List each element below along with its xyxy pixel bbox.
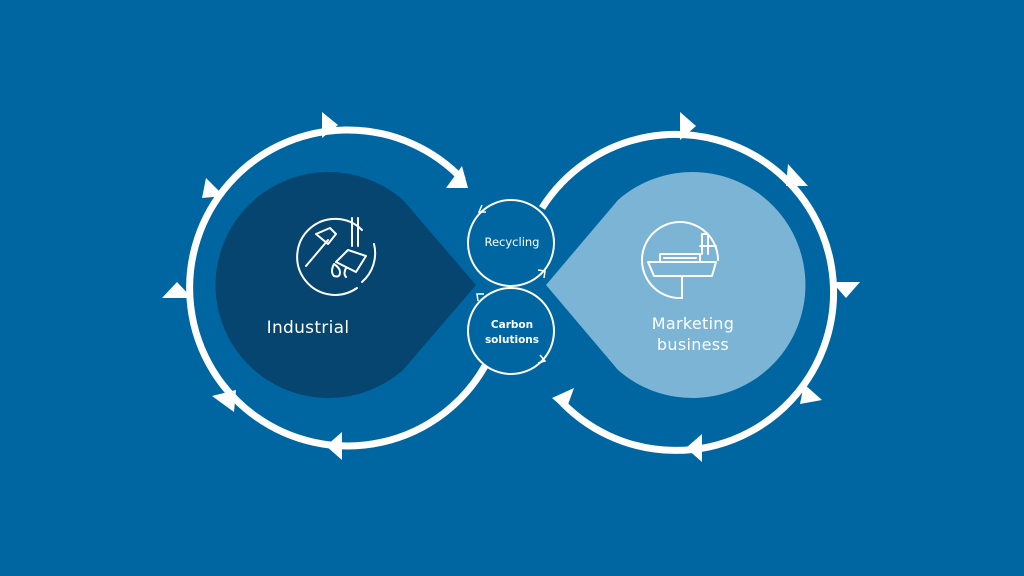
recycling-arrow-top-left-icon xyxy=(477,204,486,213)
carbon-arrow-bottom-right-icon xyxy=(537,354,547,364)
industrial-teardrop xyxy=(215,172,476,398)
right-loop-arrow-bottom xyxy=(686,434,702,462)
marketing-teardrop xyxy=(546,172,806,398)
right-loop-arrow-lower-left xyxy=(552,388,574,410)
left-loop-arrow-bottom xyxy=(326,432,342,460)
left-loop-arrow-upper-left xyxy=(202,178,224,198)
carbon-label-line1: Carbon xyxy=(490,319,534,331)
recycling-arrow-bottom-right-icon xyxy=(537,269,546,279)
left-loop-arrow-upper-right xyxy=(446,166,468,188)
industrial-label: Industrial xyxy=(266,318,350,338)
carbon-solutions-label: Carbon solutions xyxy=(468,318,556,348)
marketing-label-line2: business xyxy=(656,335,730,354)
left-loop-ring xyxy=(186,126,489,450)
right-loop-arrow-upper-right xyxy=(786,164,808,186)
recycling-label: Recycling xyxy=(484,235,540,249)
right-loop-ring xyxy=(539,130,838,454)
ship-icon xyxy=(641,221,719,300)
right-loop-arrow-top xyxy=(680,112,696,140)
right-loop-arrow-right xyxy=(832,282,860,298)
carbon-circle xyxy=(467,287,555,375)
right-loop-arrow-lower-right xyxy=(800,384,822,404)
carbon-label-line2: solutions xyxy=(484,334,540,346)
recycling-circle xyxy=(467,199,555,287)
left-loop-arrow-top xyxy=(322,112,338,138)
carbon-arrow-top-left-icon xyxy=(476,293,484,302)
tools-oil-drop-icon xyxy=(296,217,377,296)
left-loop-arrow-left xyxy=(162,282,192,298)
marketing-label-line1: Marketing xyxy=(651,314,735,333)
left-loop-arrow-lower-left xyxy=(212,390,236,412)
marketing-business-label: Marketing business xyxy=(618,313,768,355)
